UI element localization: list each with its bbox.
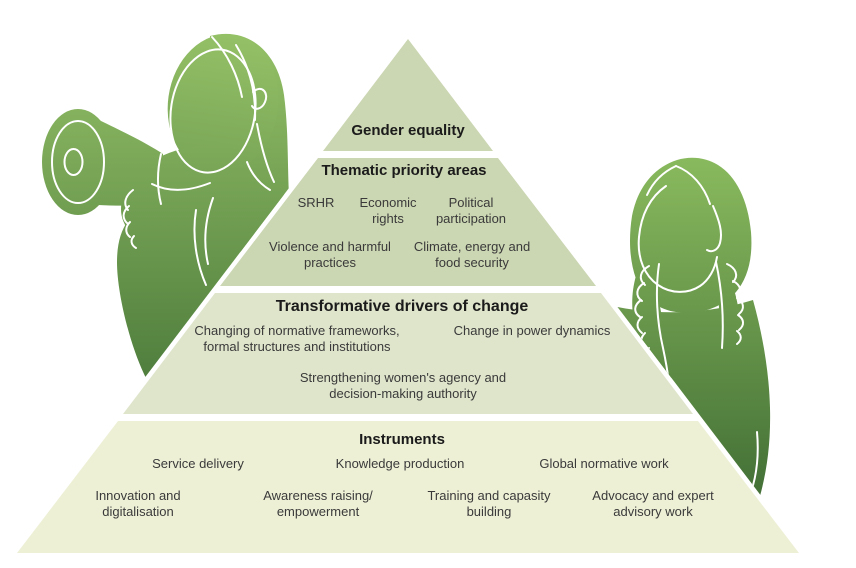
item-climate-energy-food: Climate, energy and food security (413, 239, 531, 271)
girl-right-braid-bump-5 (736, 330, 742, 345)
woman-neck-line-2 (246, 161, 271, 191)
item-normative-frameworks: Changing of normative frameworks, formal… (194, 323, 400, 355)
girl-right-braid-edge (715, 261, 724, 349)
woman-chest-line (204, 197, 214, 265)
woman-head-silhouette (167, 34, 279, 174)
woman-arm-underline (151, 182, 211, 191)
item-political-participation: Political participation (435, 195, 507, 227)
girl-hairline-left (646, 165, 677, 196)
woman-finger-line-4 (130, 235, 137, 249)
pyramid-tiers (17, 39, 799, 553)
item-innovation-digitalisation: Innovation and digitalisation (95, 488, 181, 520)
item-womens-agency: Strengthening women's agency and decisio… (299, 370, 507, 402)
megaphone-mouth-hole-line (63, 148, 84, 176)
megaphone-cone-icon (97, 119, 163, 206)
tier3-title: Transformative drivers of change (275, 298, 529, 315)
girl-right-braid-silhouette (718, 260, 757, 408)
megaphone-rim-line (51, 120, 105, 204)
item-economic-rights: Economic rights (359, 195, 417, 227)
megaphone-bell-icon (42, 109, 114, 215)
item-advocacy-advisory: Advocacy and expert advisory work (592, 488, 714, 520)
tier1-shape (323, 39, 493, 151)
item-knowledge-production: Knowledge production (335, 456, 465, 471)
woman-finger-line-3 (125, 221, 131, 238)
item-service-delivery: Service delivery (152, 456, 244, 471)
woman-body-fold-line (193, 209, 207, 286)
girl-left-braid-bump-4 (636, 316, 643, 334)
girl-right-braid-bump-2 (732, 280, 742, 299)
tier4-title: Instruments (359, 431, 445, 448)
item-awareness-empowerment: Awareness raising/ empowerment (263, 488, 373, 520)
woman-hair-strand-2 (235, 44, 257, 121)
girl-right-braid-bump-1 (726, 263, 738, 283)
girl-profile-nose-line (706, 205, 723, 253)
item-training-capacity: Training and capasity building (427, 488, 551, 520)
girl-right-braid-bump-4 (737, 314, 744, 331)
woman-hair-strand-1 (211, 36, 243, 98)
tier2-shape (220, 158, 596, 286)
item-violence-harmful-practices: Violence and harmful practices (269, 239, 391, 271)
girl-hairline-right (675, 165, 711, 205)
woman-finger-line-2 (122, 205, 130, 225)
tier4-shape (17, 421, 799, 553)
item-srhr: SRHR (297, 195, 335, 210)
tier2-title: Thematic priority areas (321, 162, 487, 179)
tier1-title: Gender equality (351, 122, 465, 139)
girl-left-braid-bump-3 (634, 299, 642, 318)
item-power-dynamics: Change in power dynamics (453, 323, 611, 338)
item-global-normative-work: Global normative work (539, 456, 669, 471)
tier3-shape (123, 293, 693, 414)
woman-line-details (51, 36, 275, 286)
girl-right-braid-bump-3 (736, 297, 744, 315)
woman-neck-line-1 (256, 123, 275, 183)
girl-left-braid-silhouette (632, 258, 674, 400)
megaphone-hand-gap-line (157, 153, 162, 205)
